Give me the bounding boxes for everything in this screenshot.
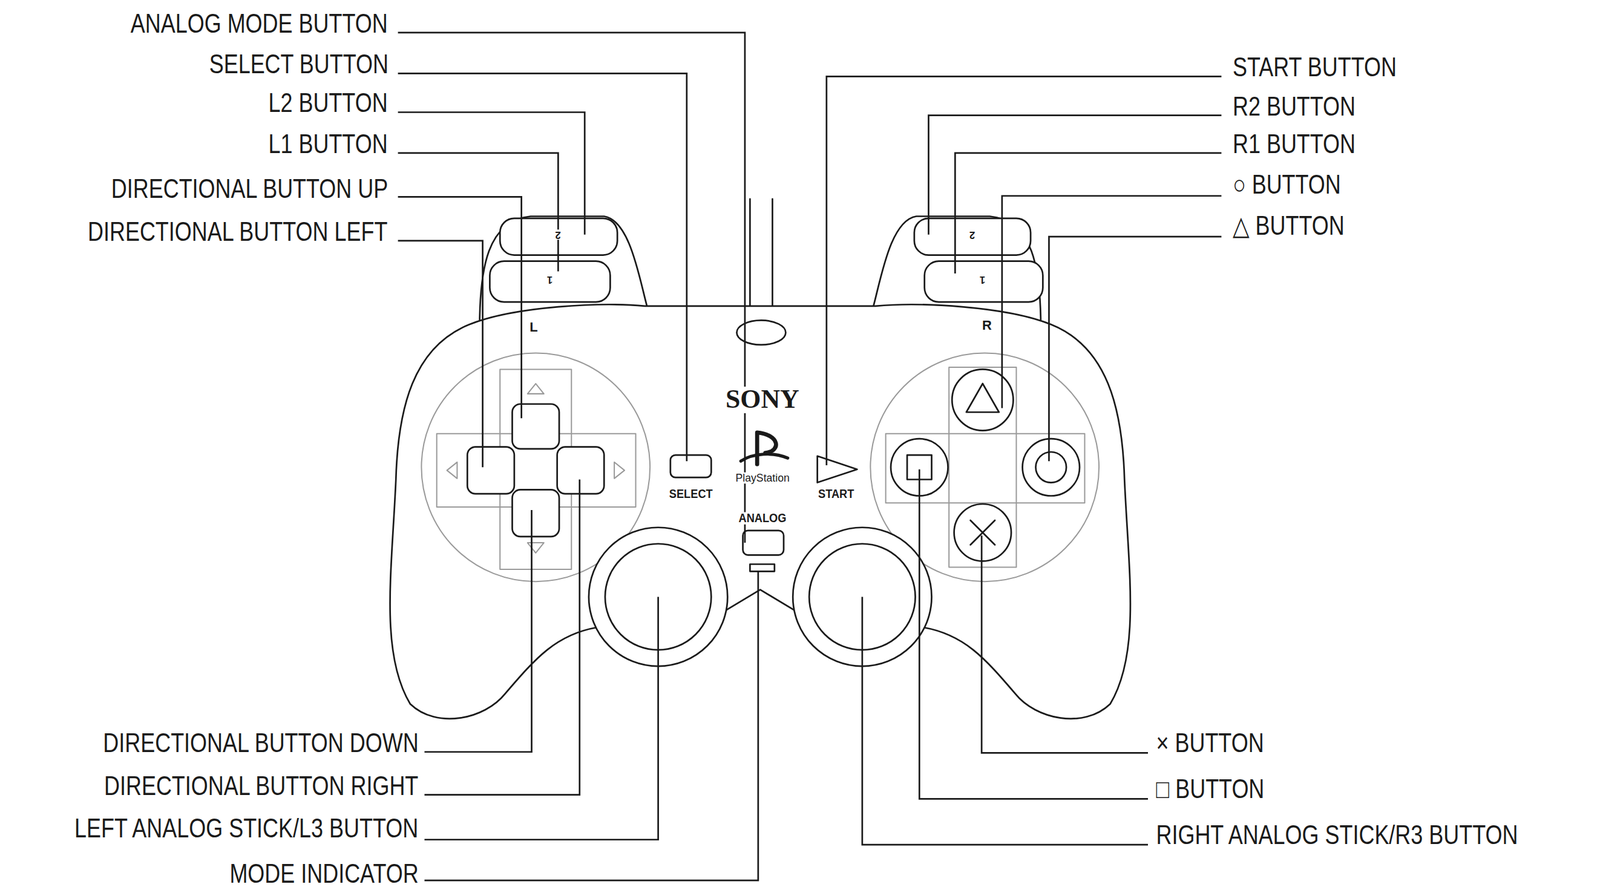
part-label: RIGHT ANALOG STICK/R3 BUTTON [1155, 821, 1518, 848]
part-label: × BUTTON [1155, 729, 1264, 757]
part-label: R1 BUTTON [1232, 130, 1356, 158]
part-label: DIRECTIONAL BUTTON LEFT [88, 218, 388, 246]
part-label: SELECT BUTTON [208, 50, 388, 78]
part-label: START BUTTON [1232, 53, 1397, 81]
part-label: L2 BUTTON [268, 89, 388, 117]
part-label: △ BUTTON [1232, 212, 1345, 240]
part-label: DIRECTIONAL BUTTON DOWN [102, 729, 419, 757]
part-label: MODE INDICATOR [229, 859, 419, 887]
part-label: □ BUTTON [1155, 775, 1265, 803]
brand-text: PlayStation [733, 472, 792, 484]
part-label: LEFT ANALOG STICK/L3 BUTTON [74, 815, 419, 842]
part-label: ANALOG MODE BUTTON [130, 10, 388, 37]
part-label: L1 BUTTON [268, 130, 388, 158]
side-marking: R [980, 317, 995, 332]
side-marking: L [527, 320, 540, 334]
shoulder-number: 1 [977, 274, 987, 286]
part-label: DIRECTIONAL BUTTON UP [110, 175, 388, 203]
button-marking: SELECT [667, 487, 715, 500]
shoulder-number: 1 [544, 274, 555, 286]
button-marking: ANALOG [736, 511, 788, 525]
shoulder-number: 2 [967, 229, 978, 240]
part-label: DIRECTIONAL BUTTON RIGHT [103, 772, 418, 799]
brand-logo: SONY [723, 386, 802, 414]
button-marking: START [815, 487, 856, 500]
part-label: ○ BUTTON [1232, 171, 1341, 198]
shoulder-number: 2 [553, 229, 563, 240]
part-label: R2 BUTTON [1232, 92, 1356, 120]
